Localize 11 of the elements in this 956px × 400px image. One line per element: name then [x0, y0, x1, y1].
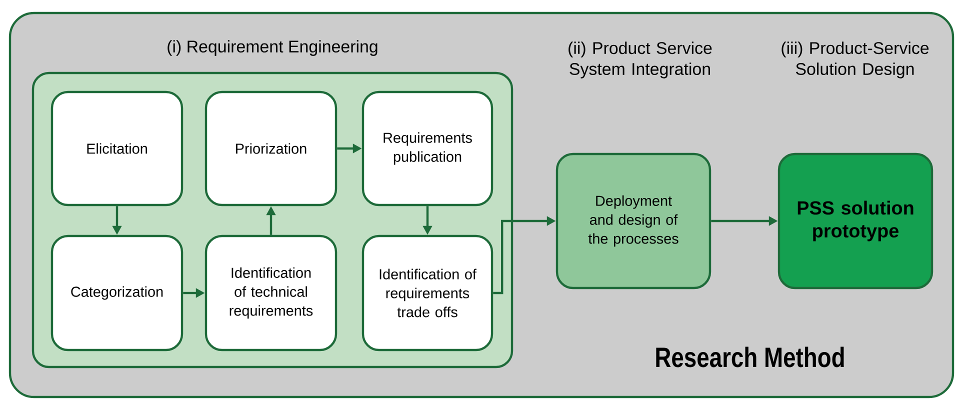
process-box: Elicitation	[50, 90, 184, 206]
process-box: Priorization	[204, 90, 338, 206]
column-heading: (ii) Product Service System Integration	[568, 42, 712, 78]
result-box: PSS solution prototype	[778, 152, 934, 290]
node-label: (i) Requirement Engineering	[168, 40, 378, 56]
column-heading: (iii) Product-Service Solution Design	[782, 42, 929, 78]
process-box: Identification of requirements trade offs	[362, 234, 494, 352]
process-box: Deployment and design of the processes	[556, 152, 712, 290]
process-box: Requirements publication	[362, 90, 494, 206]
process-box: Categorization	[50, 234, 184, 352]
process-box: Identification of technical requirements	[204, 234, 338, 352]
